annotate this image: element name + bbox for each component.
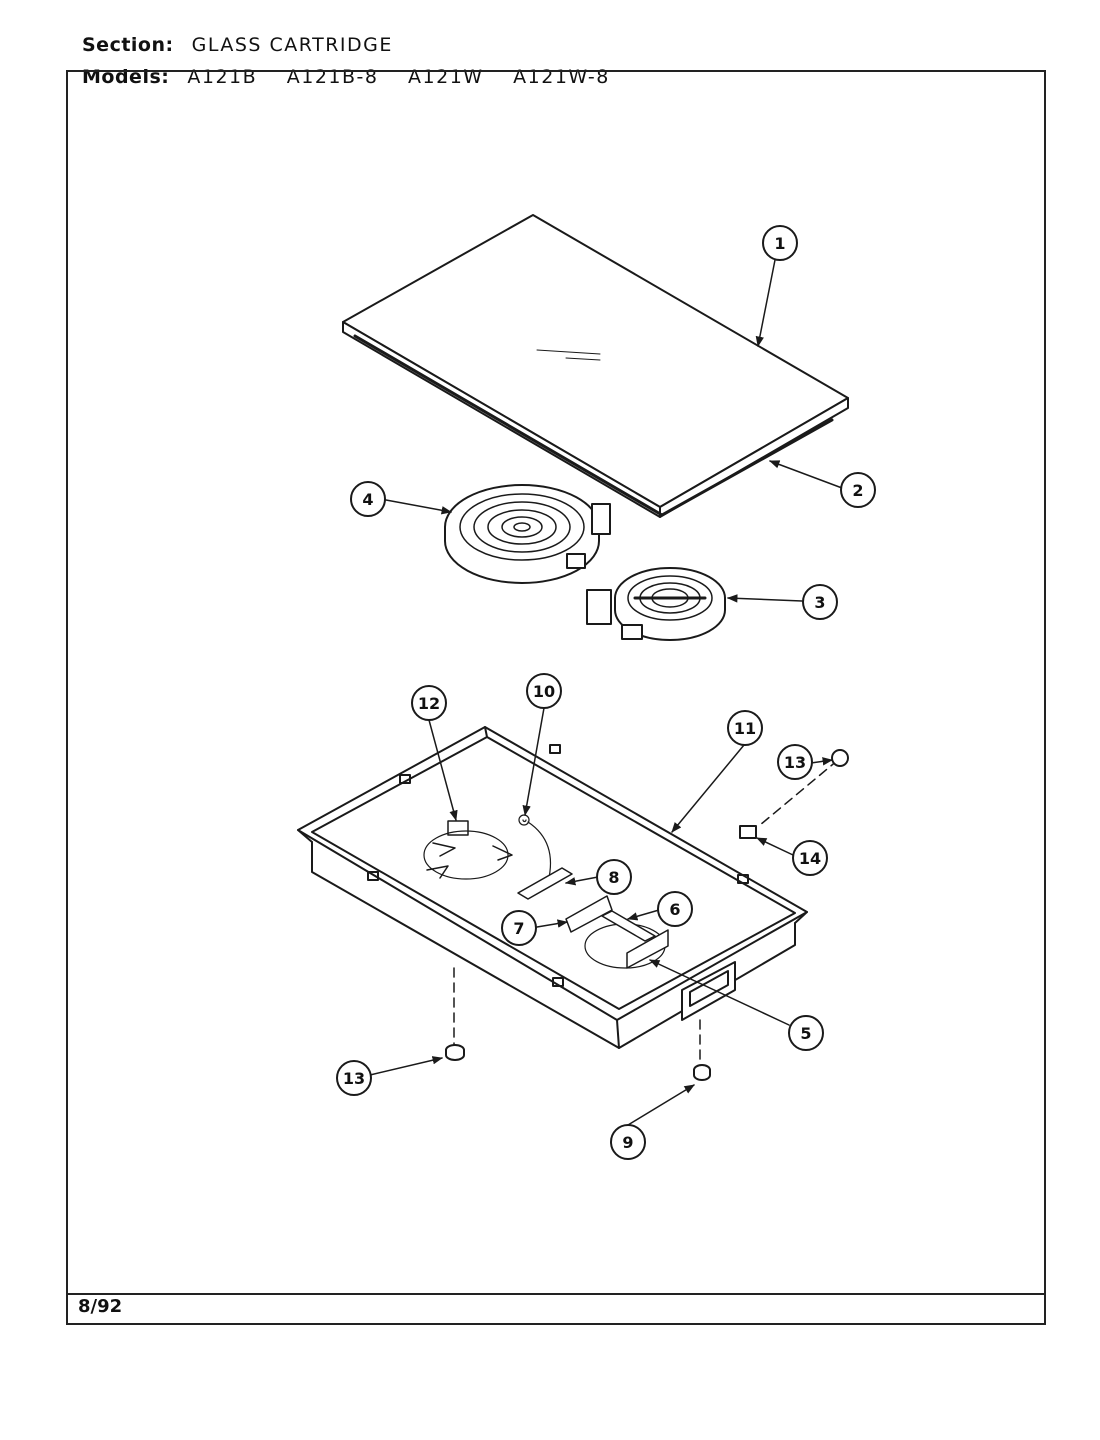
callout-number: 9 [622,1133,633,1152]
callout-5: 5 [788,1015,824,1051]
small-radiant-element [586,567,726,641]
callout-number: 3 [814,593,825,612]
callout-number: 5 [800,1024,811,1043]
footer-divider [66,1293,1046,1295]
callout-number: 4 [362,490,373,509]
callout-number: 8 [608,868,619,887]
callout-11: 11 [727,710,763,746]
callout-1: 1 [762,225,798,261]
callout-9: 9 [610,1124,646,1160]
glass-cooktop-panel [342,214,849,518]
callout-number: 6 [669,900,680,919]
cartridge-tray [297,726,839,1069]
callout-8: 8 [596,859,632,895]
callout-number: 13 [784,753,806,772]
callout-6: 6 [657,891,693,927]
callout-number: 14 [799,849,821,868]
callout-13-bottom: 13 [336,1060,372,1096]
callout-13-top: 13 [777,744,813,780]
callout-number: 10 [533,682,555,701]
callout-number: 2 [852,481,863,500]
callout-3: 3 [802,584,838,620]
callout-number: 1 [774,234,785,253]
section-header: Section: GLASS CARTRIDGE [82,34,393,56]
footer-date: 8/92 [78,1296,123,1317]
section-label: Section: [82,34,174,56]
large-radiant-element [444,484,611,584]
callout-2: 2 [840,472,876,508]
callout-10: 10 [526,673,562,709]
callout-number: 7 [513,919,524,938]
callout-number: 11 [734,719,756,738]
callout-12: 12 [411,685,447,721]
callout-4: 4 [350,481,386,517]
leader-lines [369,259,843,1126]
callout-number: 12 [418,694,440,713]
callout-7: 7 [501,910,537,946]
callout-number: 13 [343,1069,365,1088]
diagram-frame [66,70,1046,1325]
fasteners [445,749,849,1081]
section-title: GLASS CARTRIDGE [191,34,393,56]
callout-14: 14 [792,840,828,876]
